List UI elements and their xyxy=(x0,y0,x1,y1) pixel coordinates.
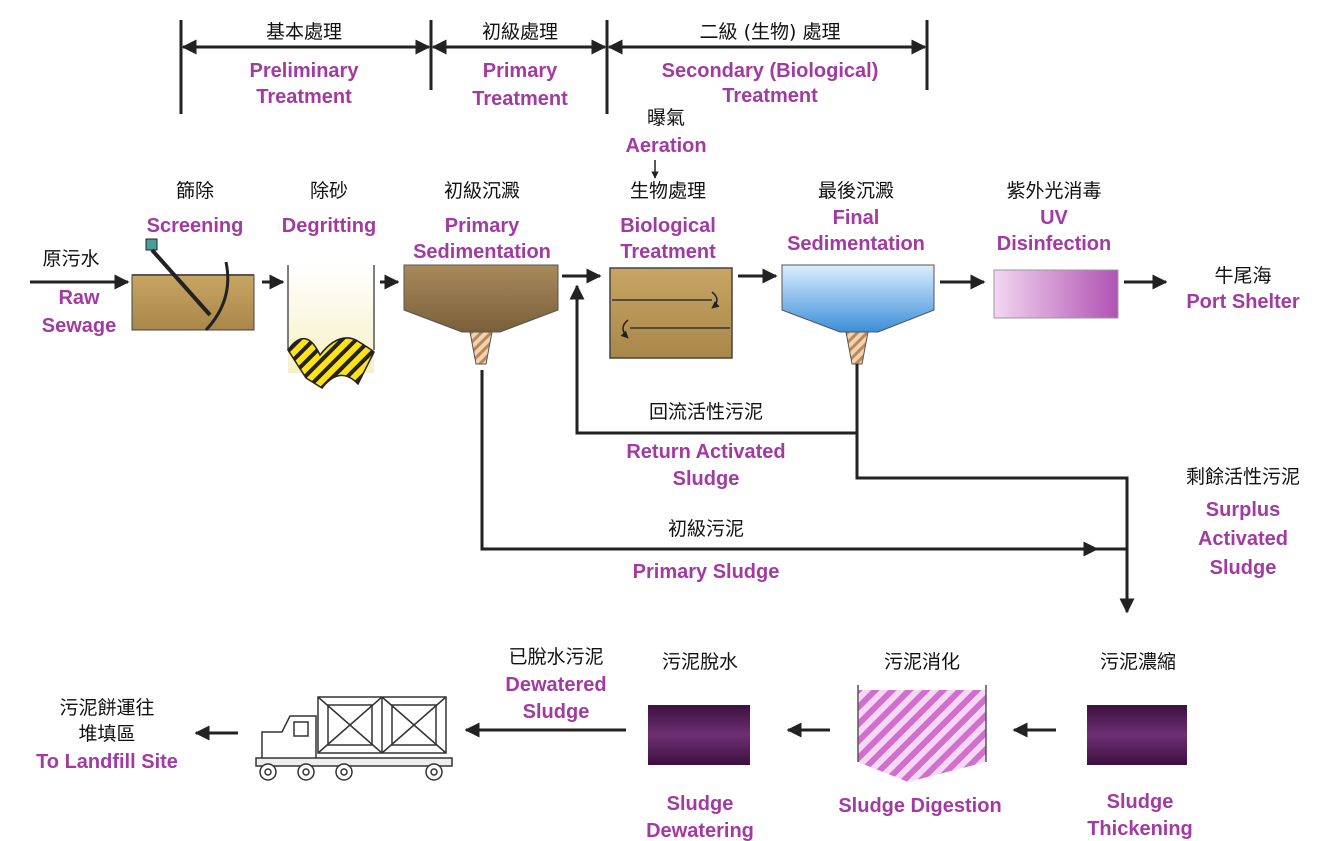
surplus-sludge-line xyxy=(855,433,1135,614)
sludge-dewatering-en: Sludge xyxy=(667,793,734,815)
preliminary-zh: 基本處理 xyxy=(266,21,342,43)
truck-icon xyxy=(255,696,453,781)
primary-sludge-line xyxy=(480,370,1099,557)
sludge-thickening-tank xyxy=(1087,705,1187,765)
final-sedimentation-en-2: Sedimentation xyxy=(787,233,925,255)
primary-sedimentation-zh: 初級沉澱 xyxy=(444,180,520,202)
primary-sludge-zh: 初級污泥 xyxy=(668,518,744,540)
sludge-thickening-zh: 污泥濃縮 xyxy=(1100,651,1176,673)
degritting-zh: 除砂 xyxy=(310,180,348,202)
sludge-dewatering-unit xyxy=(648,705,750,765)
sludge-thickening-en-2: Thickening xyxy=(1087,818,1193,840)
final-sedimentation-zh: 最後沉澱 xyxy=(818,180,894,202)
surplus-sludge-en-3: Sludge xyxy=(1210,557,1277,579)
secondary-stage-en: Secondary (Biological) xyxy=(662,60,879,82)
dewatered-sludge-en: Dewatered xyxy=(505,674,606,696)
final-sedimentation-en: Final xyxy=(833,207,880,229)
return-sludge-en: Return Activated xyxy=(626,441,785,463)
aeration-zh: 曝氣 xyxy=(647,107,685,129)
screening-en: Screening xyxy=(147,215,244,237)
raw-sewage-en-2: Sewage xyxy=(42,315,116,337)
uv-disinfection-en-2: Disinfection xyxy=(997,233,1111,255)
raw-sewage-zh: 原污水 xyxy=(42,248,99,270)
primary-stage-en-2: Treatment xyxy=(472,88,568,110)
primary-sedimentation-en-2: Sedimentation xyxy=(413,241,551,263)
landfill-zh-2: 堆填區 xyxy=(78,723,135,745)
degritting-tank xyxy=(287,265,375,389)
return-sludge-zh: 回流活性污泥 xyxy=(649,401,763,423)
port-shelter-en: Port Shelter xyxy=(1186,291,1300,313)
landfill-en: To Landfill Site xyxy=(36,751,178,773)
degritting-en: Degritting xyxy=(282,215,376,237)
sludge-digestion-zh: 污泥消化 xyxy=(884,651,960,673)
secondary-stage-en-2: Treatment xyxy=(722,85,818,107)
primary-sedimentation-en: Primary xyxy=(445,215,520,237)
preliminary-en-2: Treatment xyxy=(256,86,352,108)
surplus-sludge-en: Surplus xyxy=(1206,499,1280,521)
sludge-digestion-tank xyxy=(858,690,986,782)
screening-tank xyxy=(131,238,255,332)
primary-stage-en: Primary xyxy=(483,60,558,82)
port-shelter-zh: 牛尾海 xyxy=(1214,265,1271,287)
uv-disinfection-unit xyxy=(993,269,1119,319)
primary-sludge-en: Primary Sludge xyxy=(633,561,780,583)
sludge-dewatering-zh: 污泥脫水 xyxy=(662,651,738,673)
surplus-sludge-zh: 剩餘活性污泥 xyxy=(1186,466,1300,488)
screening-zh: 篩除 xyxy=(176,180,214,202)
return-sludge-line xyxy=(569,284,859,435)
return-sludge-en-2: Sludge xyxy=(673,468,740,490)
dewatered-sludge-zh: 已脫水污泥 xyxy=(508,646,603,668)
uv-disinfection-zh: 紫外光消毒 xyxy=(1006,180,1101,202)
biological-treatment-tank xyxy=(609,267,733,359)
sludge-dewatering-en-2: Dewatering xyxy=(646,820,754,841)
landfill-zh: 污泥餅運往 xyxy=(59,697,154,719)
preliminary-en: Preliminary xyxy=(250,60,360,82)
biological-treatment-zh: 生物處理 xyxy=(630,180,706,202)
primary-stage-zh: 初級處理 xyxy=(482,21,558,43)
stage-header xyxy=(179,20,929,114)
final-sedimentation-tank xyxy=(781,264,935,365)
aeration-en: Aeration xyxy=(625,135,706,157)
raw-sewage-en: Raw xyxy=(58,287,100,309)
uv-disinfection-en: UV xyxy=(1040,207,1068,229)
biological-treatment-en-2: Treatment xyxy=(620,241,716,263)
surplus-sludge-en-2: Activated xyxy=(1198,528,1288,550)
biological-treatment-en: Biological xyxy=(620,215,716,237)
secondary-stage-zh: 二級 (生物) 處理 xyxy=(700,21,841,43)
primary-sedimentation-tank xyxy=(403,264,559,365)
sludge-digestion-en: Sludge Digestion xyxy=(838,795,1001,817)
sludge-thickening-en: Sludge xyxy=(1107,791,1174,813)
dewatered-sludge-en-2: Sludge xyxy=(523,701,590,723)
